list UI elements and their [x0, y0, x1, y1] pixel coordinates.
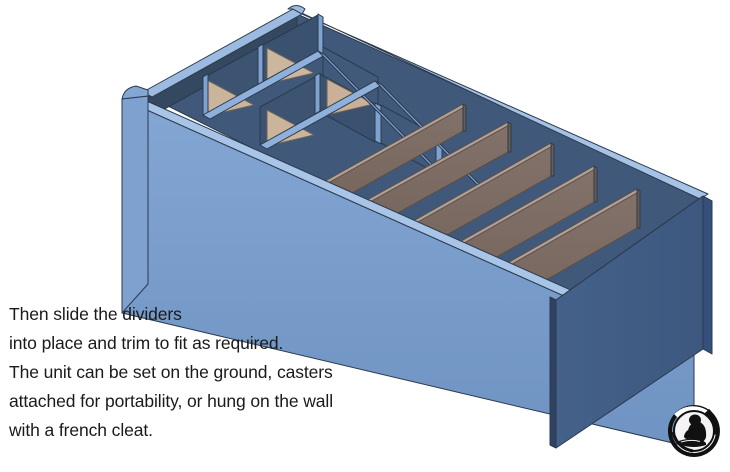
brown-divider-edge-4: [593, 165, 598, 203]
caption-block: Then slide the dividers into place and t…: [9, 300, 429, 445]
caption-line-4: attached for portability, or hung on the…: [9, 391, 333, 411]
caption-line-2: into place and trim to fit as required.: [9, 333, 284, 353]
caption-line-5: with a french cleat.: [9, 420, 153, 440]
logo-mark: [667, 405, 720, 457]
brown-divider-edge-3: [550, 142, 555, 177]
brown-divider-edge-1: [462, 103, 467, 132]
left-wall-corner-notch: [121, 85, 149, 100]
grid-rail-v2: [317, 13, 324, 56]
back-wall-corner-notch: [287, 5, 306, 15]
left-end-wall: [121, 85, 153, 314]
caption-line-1: Then slide the dividers: [9, 304, 182, 324]
grid-rail-v3: [314, 72, 321, 115]
right-end-wall-edge-strip: [702, 195, 713, 355]
grid-rail-v6: [202, 73, 209, 117]
left-end-wall-face: [121, 95, 149, 314]
woodworker-craftsman-logo-icon: [667, 405, 720, 457]
brown-divider-edge-5: [636, 188, 641, 229]
right-end-wall: [549, 195, 713, 449]
brown-divider-edge-2: [507, 121, 512, 153]
caption-line-3: The unit can be set on the ground, caste…: [9, 362, 333, 382]
front-right-corner-strip: [549, 296, 557, 449]
grid-rail-v1: [257, 43, 264, 86]
